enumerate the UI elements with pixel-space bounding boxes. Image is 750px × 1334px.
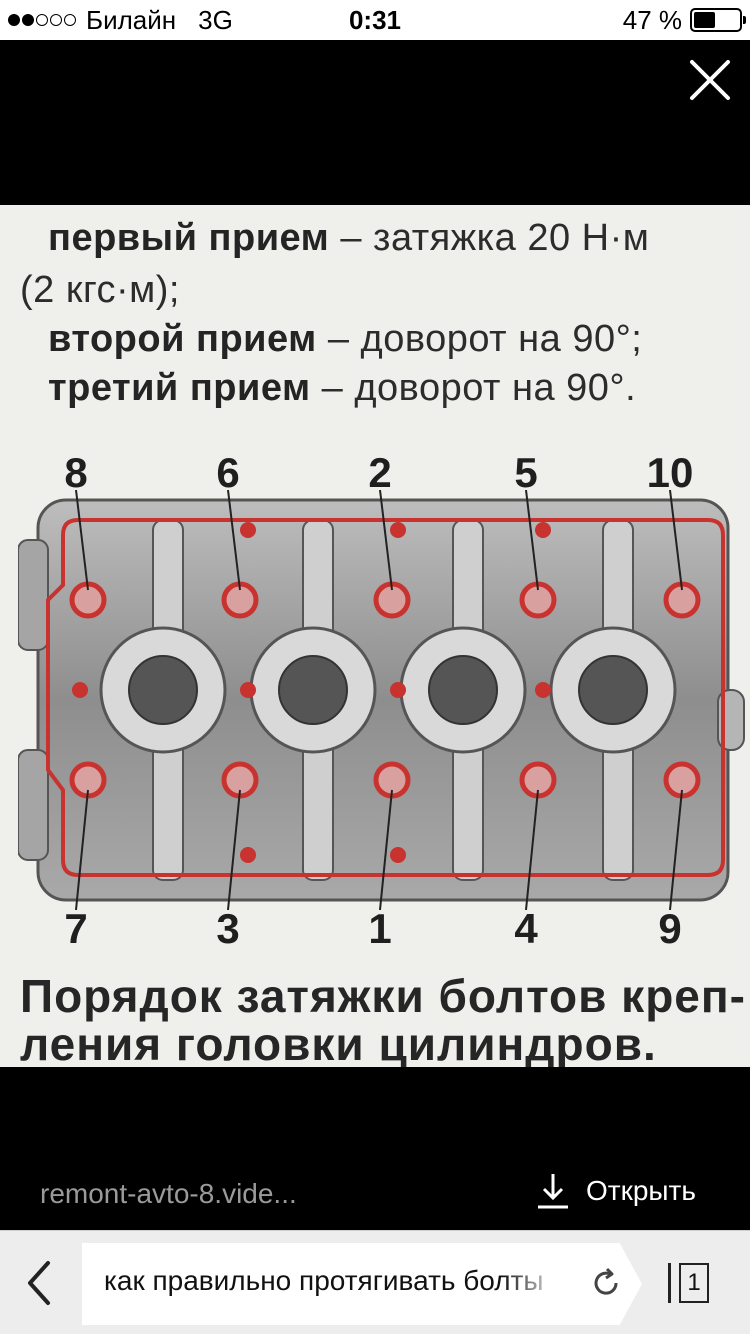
status-bar: Билайн 3G 0:31 47 %	[0, 0, 750, 40]
close-button[interactable]	[680, 50, 740, 110]
cylinder-head-diagram	[18, 490, 745, 910]
bolt-number-top: 10	[646, 449, 694, 496]
browser-toolbar: как правильно протягивать болты 1	[0, 1230, 750, 1334]
viewed-image: первый прием – затяжка 20 Н·м (2 кгс·м);…	[0, 205, 750, 1067]
download-icon	[538, 1174, 568, 1209]
search-field[interactable]: как правильно протягивать болты	[82, 1243, 642, 1325]
carrier-name: Билайн	[86, 4, 177, 35]
image-caption-line-1: Порядок затяжки болтов креп-	[20, 970, 746, 1022]
status-left: Билайн 3G	[8, 5, 233, 35]
battery-percent: 47 %	[622, 4, 682, 35]
bolt-number-bottom: 3	[216, 905, 240, 952]
back-button[interactable]	[18, 1255, 62, 1311]
bolt-number-bottom: 4	[514, 905, 538, 952]
tabs-count: 1	[679, 1263, 709, 1303]
battery-fill	[694, 12, 715, 28]
bolt-number-bottom: 9	[658, 905, 682, 952]
image-source-link[interactable]: remont-avto-8.vide...	[40, 1178, 297, 1209]
battery-icon	[690, 8, 746, 32]
tabs-bar-icon	[668, 1263, 671, 1303]
tabs-button[interactable]: 1	[668, 1263, 709, 1303]
image-caption-line-2: ления головки цилиндров.	[20, 1018, 657, 1067]
signal-strength-icon	[8, 14, 76, 26]
status-time: 0:31	[348, 5, 402, 35]
bolt-number-bottom: 1	[368, 905, 392, 952]
image-text-line-3: второй прием – доворот на 90°;	[48, 318, 643, 360]
bolt-number-top: 6	[216, 449, 240, 496]
reload-icon[interactable]	[588, 1265, 624, 1301]
network-type: 3G	[198, 4, 233, 35]
image-text-line-1: первый прием – затяжка 20 Н·м	[48, 217, 650, 259]
open-button[interactable]: Открыть	[536, 1172, 696, 1210]
open-label: Открыть	[586, 1175, 696, 1206]
bolt-number-top: 5	[514, 449, 538, 496]
search-query[interactable]: как правильно протягивать болты	[104, 1265, 562, 1297]
chevron-left-icon	[28, 1261, 50, 1305]
bolt-number-top: 8	[64, 449, 88, 496]
close-icon	[690, 60, 730, 100]
status-right: 47 %	[622, 4, 746, 35]
image-text-line-2: (2 кгс·м);	[20, 269, 180, 311]
image-text-line-4: третий прием – доворот на 90°.	[48, 367, 637, 409]
bolt-number-top: 2	[368, 449, 392, 496]
bolt-number-bottom: 7	[64, 905, 88, 952]
